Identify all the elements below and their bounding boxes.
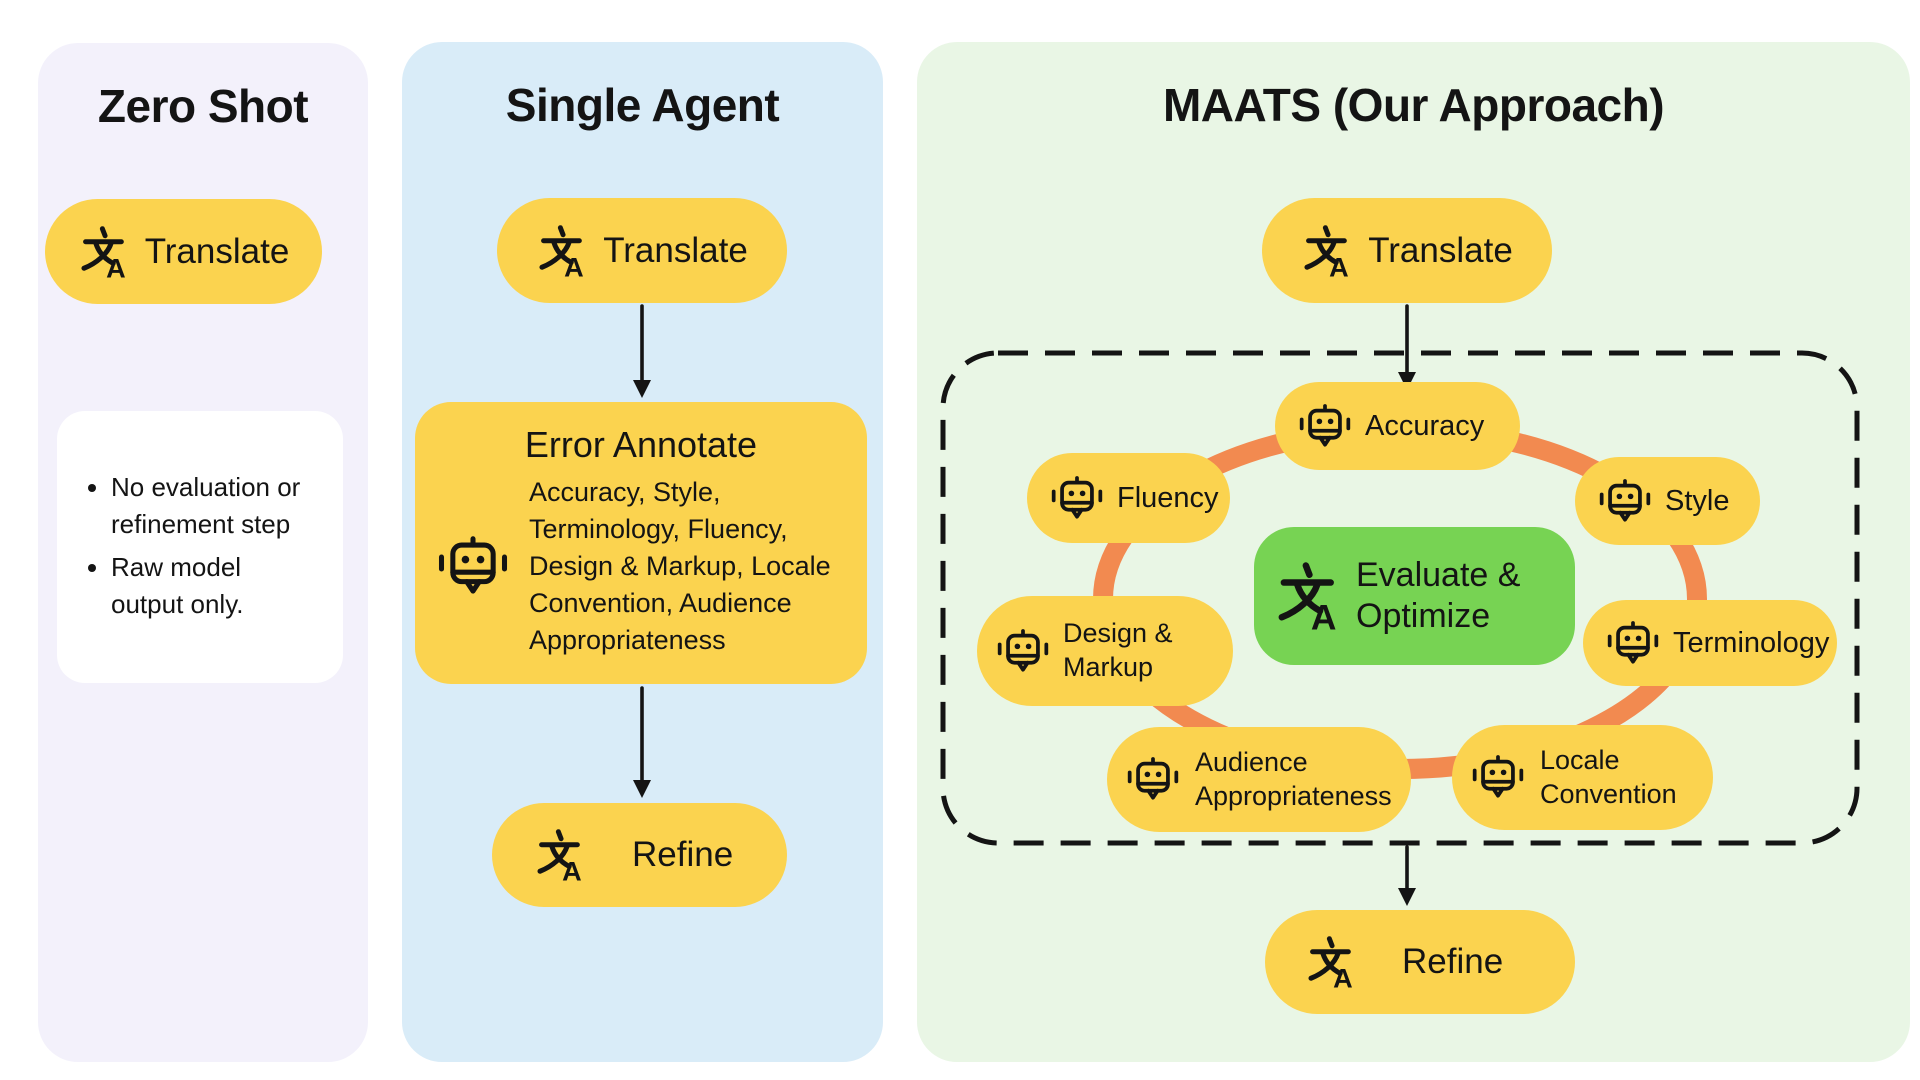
agent-design-markup: Design & Markup [977,596,1233,706]
zero-shot-notes-card: No evaluation or refinement step Raw mod… [57,411,343,683]
svg-text:A: A [564,251,584,277]
agent-accuracy: Accuracy [1275,382,1520,470]
agent-label: Design & Markup [1063,618,1173,682]
error-annotate-box: Error Annotate Accuracy, Style, Terminol… [415,402,867,684]
refine-step-label: Refine [1402,942,1504,981]
robot-agent-icon [1599,478,1651,522]
svg-text:A: A [1333,962,1353,988]
translate-icon-slot: A [536,224,588,277]
translate-icon: A [537,829,582,881]
robot-icon-slot [995,628,1051,675]
robot-agent-icon [1127,757,1179,800]
svg-text:A: A [106,252,126,278]
agent-label: Locale Convention [1540,744,1677,809]
error-annotate-content: Accuracy, Style, Terminology, Fluency, D… [435,474,855,659]
single-agent-panel: Single Agent A Translate Error Annotate [402,42,883,1062]
evaluate-optimize-box: A Evaluate & Optimize [1254,527,1575,665]
translate-icon: A [81,225,126,278]
translate-step-label: Translate [603,230,748,270]
translate-icon-slot: A [1274,562,1342,630]
agent-label: Fluency [1117,481,1219,514]
translate-icon-slot: A [534,829,586,881]
svg-text:A: A [1311,597,1337,630]
robot-agent-icon [1607,620,1659,664]
agent-fluency: Fluency [1027,453,1230,543]
maats-refine-step: A Refine [1265,910,1575,1014]
note-item: Raw model output only. [111,549,306,623]
refine-step-label: Refine [632,835,734,874]
maats-title: MAATS (Our Approach) [1162,79,1665,131]
note-item: No evaluation or refinement step [111,469,306,543]
robot-agent-icon [997,628,1049,672]
robot-icon-slot [1297,403,1353,450]
zero-shot-notes-list: No evaluation or refinement step Raw mod… [81,469,306,623]
robot-icon-slot [1125,756,1181,803]
single-agent-title: Single Agent [505,79,780,131]
robot-agent-icon [438,536,508,594]
translate-icon-slot: A [1305,936,1357,988]
translate-icon: A [539,224,584,277]
robot-icon-slot [1470,754,1526,801]
robot-icon-slot [1049,475,1105,522]
translate-icon: A [1308,936,1353,988]
agent-terminology: Terminology [1583,600,1837,686]
svg-text:A: A [562,855,582,881]
zero-shot-panel: Zero Shot A Translate No evaluation or r… [38,43,368,1062]
error-annotate-dimensions: Accuracy, Style, Terminology, Fluency, D… [529,477,831,655]
robot-icon-slot [1597,478,1653,525]
translate-icon: A [1278,562,1337,630]
agent-style: Style [1575,457,1760,545]
maats-translate-step: A Translate [1262,198,1552,303]
maats-panel: MAATS (Our Approach) A Translate Accurac… [917,42,1910,1062]
translate-step-label: Translate [1368,230,1513,270]
translate-step-label: Translate [144,231,290,271]
agent-label: Audience Appropriateness [1195,746,1392,811]
agent-label: Terminology [1673,626,1830,659]
agent-label: Accuracy [1365,409,1485,442]
translate-icon-slot: A [78,225,130,278]
robot-agent-icon [1299,403,1351,447]
agent-label: Style [1665,484,1730,517]
zero-shot-translate-step: A Translate [45,199,322,304]
translate-icon-slot: A [1301,224,1353,277]
evaluate-optimize-label: Evaluate & Optimize [1356,555,1520,638]
zero-shot-title: Zero Shot [97,80,309,132]
svg-text:A: A [1329,251,1349,277]
robot-agent-icon [1472,755,1524,798]
robot-agent-icon [1051,475,1103,519]
agent-locale-convention: Locale Convention [1452,725,1713,830]
robot-icon-slot [1605,620,1661,667]
evaluate-line2: Optimize [1356,597,1491,635]
agent-audience-appropriateness: Audience Appropriateness [1107,727,1411,832]
single-agent-refine-step: A Refine [492,803,787,907]
translate-icon: A [1304,224,1349,277]
single-agent-translate-step: A Translate [497,198,787,303]
robot-icon-slot [435,535,511,598]
error-annotate-title: Error Annotate [524,424,758,465]
evaluate-line1: Evaluate & [1356,555,1521,594]
